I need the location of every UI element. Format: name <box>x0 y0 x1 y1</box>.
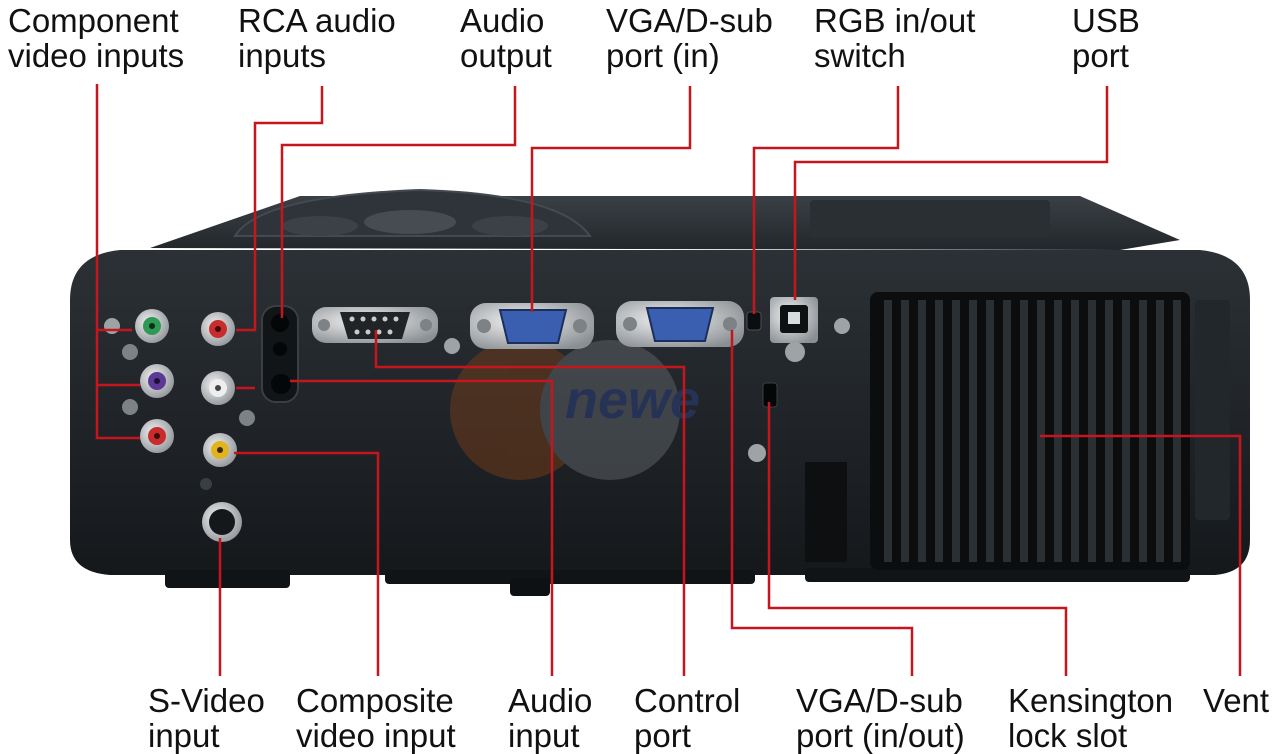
vent-slat <box>935 300 943 562</box>
audio-jacks <box>261 305 299 403</box>
small-vent <box>805 462 847 562</box>
panel-button-left <box>282 216 358 236</box>
vent-slat <box>901 300 909 562</box>
leader-audio-input <box>290 379 554 676</box>
leader-control-port <box>374 330 686 676</box>
control-pin <box>349 316 355 322</box>
side-panel <box>1195 300 1230 520</box>
power-button <box>364 210 456 234</box>
control-pin <box>376 329 382 335</box>
panel-button-right <box>472 216 548 236</box>
leader-vga-dsub-port-inout <box>730 330 914 676</box>
vent-slat <box>986 300 994 562</box>
vent-slat <box>1003 300 1011 562</box>
control-pin <box>365 329 371 335</box>
leader-vga-dsub-port-in <box>530 86 692 312</box>
leader-usb-port <box>793 86 1109 300</box>
base-strip <box>385 570 755 584</box>
vent-slat <box>1156 300 1164 562</box>
control-pin <box>354 329 360 335</box>
watermark: newe <box>450 340 700 480</box>
leader-audio-output <box>280 86 517 318</box>
control-port <box>312 307 438 343</box>
vga-inout-port <box>616 301 744 347</box>
foot-right <box>805 568 1190 582</box>
vga-in-port <box>470 303 594 349</box>
foot-center <box>510 578 550 596</box>
control-pin <box>382 316 388 322</box>
leader-vent <box>1040 434 1242 676</box>
leader-component-video-inputs <box>95 84 140 440</box>
screw <box>444 338 460 354</box>
watermark-text: newe <box>565 370 700 430</box>
vent-slat <box>969 300 977 562</box>
top-lid <box>810 200 1050 238</box>
vent <box>805 292 1230 570</box>
leader-lines <box>95 84 1242 676</box>
vent-slat <box>918 300 926 562</box>
component-video-inputs <box>104 309 174 453</box>
control-pin <box>360 316 366 322</box>
kensington-lock-slot <box>748 382 778 462</box>
leader-rgb-switch <box>752 86 900 314</box>
rgb-switch <box>746 311 762 331</box>
vent-slat <box>952 300 960 562</box>
vent-slat <box>1122 300 1130 562</box>
rca-audio-inputs <box>201 312 235 405</box>
vent-slat <box>1173 300 1181 562</box>
leader-composite-video-input <box>234 451 380 676</box>
control-pin <box>387 329 393 335</box>
vent-slat <box>1071 300 1079 562</box>
vent-slat <box>1054 300 1062 562</box>
leader-rca-audio-inputs <box>236 86 324 332</box>
vent-slat <box>1139 300 1147 562</box>
composite-video-input <box>203 410 255 467</box>
vent-slat <box>1020 300 1028 562</box>
label-vent: Vent <box>1203 682 1270 719</box>
vent-slat <box>1088 300 1096 562</box>
s-video-input <box>200 478 242 542</box>
foot-left <box>165 570 290 588</box>
vent-slat <box>884 300 892 562</box>
leader-kensington-lock-slot <box>767 402 1068 676</box>
control-pin <box>371 316 377 322</box>
vent-slat <box>1105 300 1113 562</box>
vent-slat <box>1037 300 1045 562</box>
usb-port <box>770 297 850 362</box>
control-pin <box>393 316 399 322</box>
